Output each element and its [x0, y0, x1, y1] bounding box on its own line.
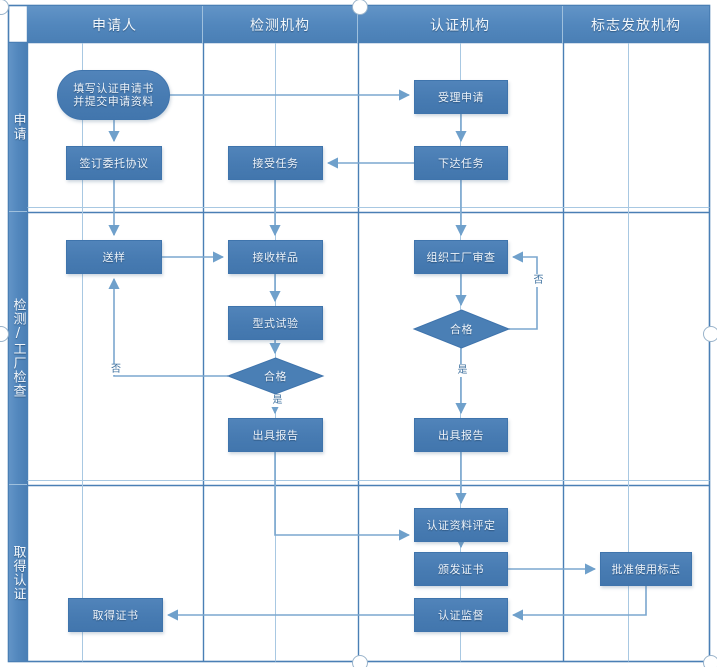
node-obtain-cert-label: 取得证书	[92, 608, 139, 622]
node-audit-report[interactable]: 出具报告	[414, 418, 508, 452]
lane-header-applicant-text: 申请人	[92, 17, 137, 34]
diamond-audit-pass	[412, 309, 511, 349]
edge-label-test-yes: 是	[269, 394, 282, 407]
node-sign-agreement-label: 签订委托协议	[79, 156, 149, 170]
node-fill-application-label: 填写认证申请书 并提交申请资料	[73, 82, 154, 108]
node-accept-request-label: 受理申请	[438, 90, 484, 104]
phase-label-inspection: 检测/工厂检查	[9, 212, 27, 485]
node-assign-task[interactable]: 下达任务	[414, 146, 508, 180]
node-cert-supervision[interactable]: 认证监督	[414, 598, 508, 632]
edge-auditno-to-audit	[509, 251, 538, 330]
edge-testreport-to-evaluate	[274, 452, 411, 541]
node-factory-audit-label: 组织工厂审查	[426, 250, 496, 264]
lane-header-testing: 检测机构	[203, 6, 358, 43]
node-factory-audit[interactable]: 组织工厂审查	[414, 240, 508, 274]
lane-header-mark-text: 标志发放机构	[591, 17, 681, 34]
resize-handle-bottom[interactable]	[352, 655, 368, 667]
node-assign-task-label: 下达任务	[438, 156, 484, 170]
node-evaluate-docs[interactable]: 认证资料评定	[414, 508, 508, 542]
resize-handle-bottom-right[interactable]	[703, 655, 717, 667]
edge-label-audit-no-text: 否	[531, 274, 542, 284]
lane-header-mark: 标志发放机构	[563, 6, 709, 43]
node-sign-agreement[interactable]: 签订委托协议	[66, 146, 162, 180]
phase-label-application-text: 申请	[10, 113, 26, 141]
edge-label-test-no-text: 否	[111, 364, 121, 375]
node-issue-cert-label: 颁发证书	[438, 562, 484, 576]
edge-testno-to-sample	[108, 277, 228, 377]
node-test-pass-label: 合格	[264, 369, 287, 383]
node-receive-sample-label: 接收样品	[252, 250, 299, 264]
edge-label-test-yes-text: 是	[270, 394, 281, 404]
node-test-report[interactable]: 出具报告	[228, 418, 323, 452]
node-receive-sample[interactable]: 接收样品	[228, 240, 323, 274]
decision-shapes	[226, 309, 511, 395]
node-obtain-cert[interactable]: 取得证书	[68, 598, 163, 632]
node-issue-cert[interactable]: 颁发证书	[414, 552, 508, 586]
phase-label-certified-text: 取得认证	[10, 545, 26, 601]
lane-header-testing-text: 检测机构	[250, 17, 310, 34]
phase-label-application: 申请	[9, 43, 27, 212]
lane-header-certifying: 认证机构	[358, 6, 563, 43]
edge-mark-to-supervision	[511, 586, 647, 621]
node-audit-pass-label: 合格	[450, 322, 473, 336]
edge-label-audit-no: 否	[530, 274, 543, 287]
edge-label-audit-yes-text: 是	[455, 364, 466, 374]
node-approve-mark-label: 批准使用标志	[611, 562, 681, 576]
phase-label-inspection-text: 检测/工厂检查	[10, 298, 26, 398]
node-send-sample-label: 送样	[102, 250, 126, 264]
node-accept-task-label: 接受任务	[252, 156, 299, 170]
edge-label-test-no: 否	[110, 364, 122, 375]
node-accept-task[interactable]: 接受任务	[228, 146, 323, 180]
node-audit-report-label: 出具报告	[438, 428, 484, 442]
connector-lines	[108, 89, 647, 621]
node-evaluate-docs-label: 认证资料评定	[426, 518, 496, 532]
node-audit-pass[interactable]: 合格	[414, 310, 509, 348]
node-type-test-label: 型式试验	[252, 316, 299, 330]
node-send-sample[interactable]: 送样	[66, 240, 162, 274]
node-test-pass[interactable]: 合格	[228, 358, 323, 394]
lane-header-certifying-text: 认证机构	[430, 17, 490, 34]
node-test-report-label: 出具报告	[252, 428, 299, 442]
node-type-test[interactable]: 型式试验	[228, 306, 323, 340]
node-accept-request[interactable]: 受理申请	[414, 80, 508, 114]
edge-label-audit-yes: 是	[454, 364, 467, 377]
node-fill-application[interactable]: 填写认证申请书 并提交申请资料	[57, 70, 170, 120]
node-approve-mark[interactable]: 批准使用标志	[600, 552, 692, 586]
resize-handle-top[interactable]	[352, 0, 368, 15]
resize-handle-right[interactable]	[703, 326, 717, 342]
lane-header-applicant: 申请人	[27, 6, 203, 43]
phase-label-certified: 取得认证	[9, 485, 27, 661]
node-cert-supervision-label: 认证监督	[438, 608, 484, 622]
